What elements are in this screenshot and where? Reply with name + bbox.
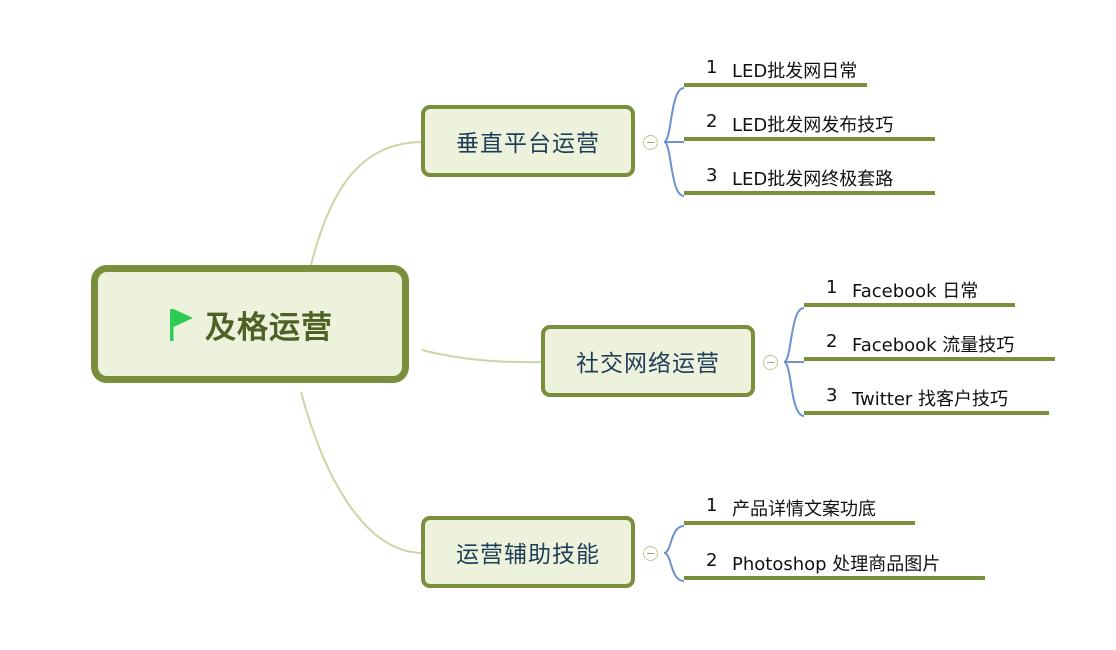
- leaf-label: LED批发网终极套路: [732, 169, 894, 190]
- leaf-label: LED批发网日常: [732, 61, 858, 82]
- branch-topic-support-skills[interactable]: 运营辅助技能: [421, 516, 635, 588]
- leaf-number: 2: [706, 111, 718, 132]
- leaf-connector-b3-l1: [663, 525, 685, 554]
- leaf-number: 3: [826, 385, 838, 406]
- leaf-connector-b1-l1: [663, 87, 685, 143]
- branch-topic-label: 运营辅助技能: [456, 542, 600, 568]
- leaf-label: Twitter 找客户技巧: [852, 389, 1009, 410]
- leaf-topic[interactable]: 1 LED批发网日常: [684, 57, 867, 87]
- flag-icon: [170, 309, 193, 341]
- leaf-connector-b3-l2: [663, 552, 685, 582]
- leaf-number: 1: [706, 57, 718, 78]
- leaf-connector-b2-l3: [783, 361, 805, 417]
- collapse-toggle-branch-2[interactable]: [763, 355, 778, 370]
- leaf-number: 1: [826, 277, 838, 298]
- leaf-label: LED批发网发布技巧: [732, 115, 894, 136]
- minus-icon: [767, 361, 774, 364]
- leaf-topic[interactable]: 3 LED批发网终极套路: [684, 165, 935, 195]
- leaf-connector-b2-l1: [783, 307, 805, 363]
- leaf-number: 2: [706, 550, 718, 571]
- branch-topic-label: 社交网络运营: [576, 351, 720, 377]
- leaf-label: 产品详情文案功底: [732, 499, 876, 520]
- minus-icon: [647, 552, 654, 555]
- leaf-topic[interactable]: 1 产品详情文案功底: [684, 495, 915, 525]
- leaf-topic[interactable]: 2 Facebook 流量技巧: [804, 331, 1055, 361]
- root-topic-label: 及格运营: [205, 309, 333, 346]
- collapse-toggle-branch-3[interactable]: [643, 546, 658, 561]
- leaf-number: 2: [826, 331, 838, 352]
- branch-topic-vertical-platform[interactable]: 垂直平台运营: [421, 105, 635, 177]
- branch-topic-label: 垂直平台运营: [456, 131, 600, 157]
- leaf-topic[interactable]: 3 Twitter 找客户技巧: [804, 385, 1049, 415]
- leaf-label: Photoshop 处理商品图片: [732, 554, 941, 575]
- root-connector-branch-2: [421, 349, 544, 364]
- leaf-connector-b1-l3: [663, 141, 685, 197]
- collapse-toggle-branch-1[interactable]: [643, 135, 658, 150]
- root-topic-content: 及格运营: [167, 302, 333, 347]
- root-connector-branch-1: [310, 141, 424, 266]
- branch-topic-social-network[interactable]: 社交网络运营: [541, 325, 755, 397]
- leaf-topic[interactable]: 2 LED批发网发布技巧: [684, 111, 935, 141]
- root-connector-branch-3: [300, 391, 424, 554]
- leaf-label: Facebook 流量技巧: [852, 335, 1015, 356]
- leaf-number: 1: [706, 495, 718, 516]
- minus-icon: [647, 141, 654, 144]
- leaf-topic[interactable]: 1 Facebook 日常: [804, 277, 1015, 307]
- leaf-topic[interactable]: 2 Photoshop 处理商品图片: [684, 550, 985, 580]
- leaf-label: Facebook 日常: [852, 281, 979, 302]
- leaf-number: 3: [706, 165, 718, 186]
- root-topic[interactable]: 及格运营: [91, 265, 409, 383]
